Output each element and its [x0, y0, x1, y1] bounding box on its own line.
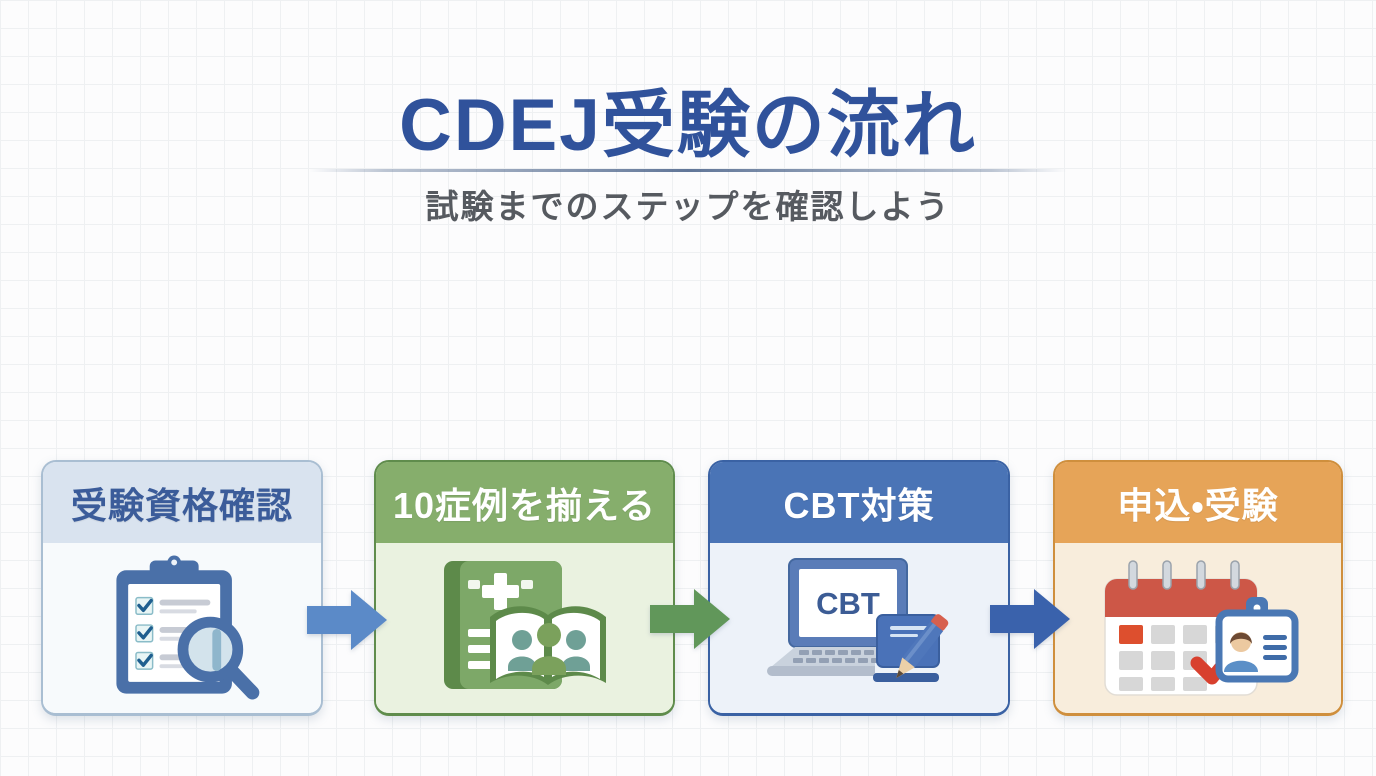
flow-arrow-icon — [307, 587, 389, 653]
step-card-body — [43, 543, 321, 713]
page-subtitle: 試験までのステップを確認しよう — [425, 188, 951, 225]
cbt-screen-label: CBT — [816, 586, 880, 621]
step-label: 10症例を揃える — [393, 484, 656, 526]
step-card-body — [1055, 543, 1341, 713]
step-card-header: 受験資格確認 — [43, 462, 321, 543]
step-label: CBT対策 — [783, 484, 935, 526]
step-card-eligibility-check: 受験資格確認 — [41, 460, 323, 716]
flow-arrow-icon — [990, 586, 1072, 652]
title-divider — [309, 169, 1067, 172]
step-label: 受験資格確認 — [70, 484, 293, 526]
case-record-book-people-icon — [443, 561, 606, 689]
clipboard-checklist-magnifier-icon — [116, 555, 260, 700]
step-card-header: 10症例を揃える — [376, 462, 673, 543]
step-label: 申込・受験 — [1117, 484, 1279, 526]
step-card-body — [376, 543, 673, 713]
calendar-id-card-icon — [1104, 560, 1299, 696]
step-card-gather-cases: 10症例を揃える — [374, 460, 675, 716]
step-card-cbt-preparation: CBT対策 CBT — [708, 460, 1010, 716]
step-card-header: 申込・受験 — [1055, 462, 1341, 543]
flow-arrow-icon — [650, 586, 732, 652]
step-card-apply-and-exam: 申込・受験 — [1053, 460, 1343, 716]
step-card-body: CBT — [710, 543, 1008, 713]
page-title: CDEJ受験の流れ — [399, 85, 977, 166]
step-card-header: CBT対策 — [710, 462, 1008, 543]
laptop-cbt-book-pencil-icon: CBT — [767, 558, 949, 682]
